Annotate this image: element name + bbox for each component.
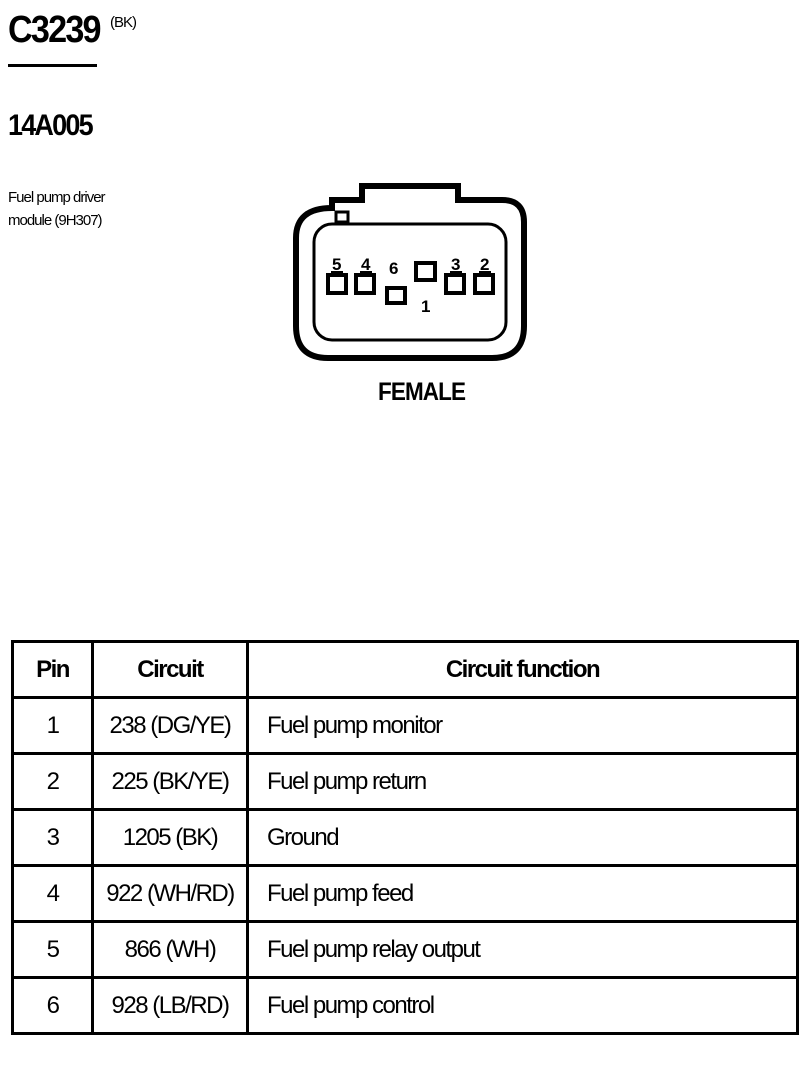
- function-cell: Ground: [246, 808, 799, 867]
- function-cell: Fuel pump feed: [246, 864, 799, 923]
- pin-cell: 1: [11, 696, 94, 755]
- connector-inner-cavity: [312, 222, 508, 342]
- component-description-line1: Fuel pump driver: [8, 189, 106, 206]
- pin-label: 2: [480, 255, 489, 274]
- function-cell: Fuel pump control: [246, 976, 799, 1035]
- circuit-cell: 922 (WH/RD): [91, 864, 249, 923]
- pin-cell: 2: [11, 752, 94, 811]
- connector-latch-notch: [334, 210, 350, 224]
- table-row: 5 866 (WH) Fuel pump relay output: [11, 920, 799, 979]
- pin-label: 6: [389, 259, 398, 278]
- pin-2-terminal: [473, 273, 495, 295]
- pin-label: 3: [451, 255, 460, 274]
- circuit-cell: 238 (DG/YE): [91, 696, 249, 755]
- pin-label: 1: [421, 297, 430, 316]
- circuit-cell: 866 (WH): [91, 920, 249, 979]
- pin-label: 4: [361, 255, 371, 274]
- connector-gender-label: FEMALE: [378, 378, 466, 406]
- circuit-cell: 928 (LB/RD): [91, 976, 249, 1035]
- connector-face-diagram: 5 4 6 1 3 2: [293, 183, 527, 361]
- pin-3-terminal: [444, 273, 466, 295]
- circuit-cell: 225 (BK/YE): [91, 752, 249, 811]
- connector-color: (BK): [110, 14, 137, 31]
- pin-cell: 5: [11, 920, 94, 979]
- table-row: 2 225 (BK/YE) Fuel pump return: [11, 752, 799, 811]
- function-cell: Fuel pump monitor: [246, 696, 799, 755]
- circuit-cell: 1205 (BK): [91, 808, 249, 867]
- column-header-circuit-function: Circuit function: [246, 640, 799, 699]
- table-row: 4 922 (WH/RD) Fuel pump feed: [11, 864, 799, 923]
- component-description-line2: module (9H307): [8, 212, 103, 229]
- pin-cell: 4: [11, 864, 94, 923]
- pin-label: 5: [332, 255, 341, 274]
- function-cell: Fuel pump relay output: [246, 920, 799, 979]
- pin-1-terminal: [414, 261, 437, 282]
- connector-id: C3239: [8, 9, 102, 51]
- component-description: Fuel pump driver module (9H307): [8, 186, 168, 232]
- function-cell: Fuel pump return: [246, 752, 799, 811]
- connector-outer-housing: [293, 183, 527, 361]
- table-row: 3 1205 (BK) Ground: [11, 808, 799, 867]
- connector-header: C3239: [8, 10, 110, 50]
- pin-5-terminal: [326, 273, 348, 295]
- pin-6-terminal: [385, 286, 407, 305]
- pin-cell: 6: [11, 976, 94, 1035]
- column-header-circuit: Circuit: [91, 640, 249, 699]
- pinout-table: Pin Circuit Circuit function 1 238 (DG/Y…: [11, 640, 799, 1035]
- table-row: 1 238 (DG/YE) Fuel pump monitor: [11, 696, 799, 755]
- pin-cell: 3: [11, 808, 94, 867]
- column-header-pin: Pin: [11, 640, 94, 699]
- connector-id-underline: [8, 64, 97, 67]
- table-row: 6 928 (LB/RD) Fuel pump control: [11, 976, 799, 1035]
- table-header-row: Pin Circuit Circuit function: [11, 640, 799, 699]
- pin-4-terminal: [354, 273, 376, 295]
- part-number: 14A005: [8, 109, 94, 142]
